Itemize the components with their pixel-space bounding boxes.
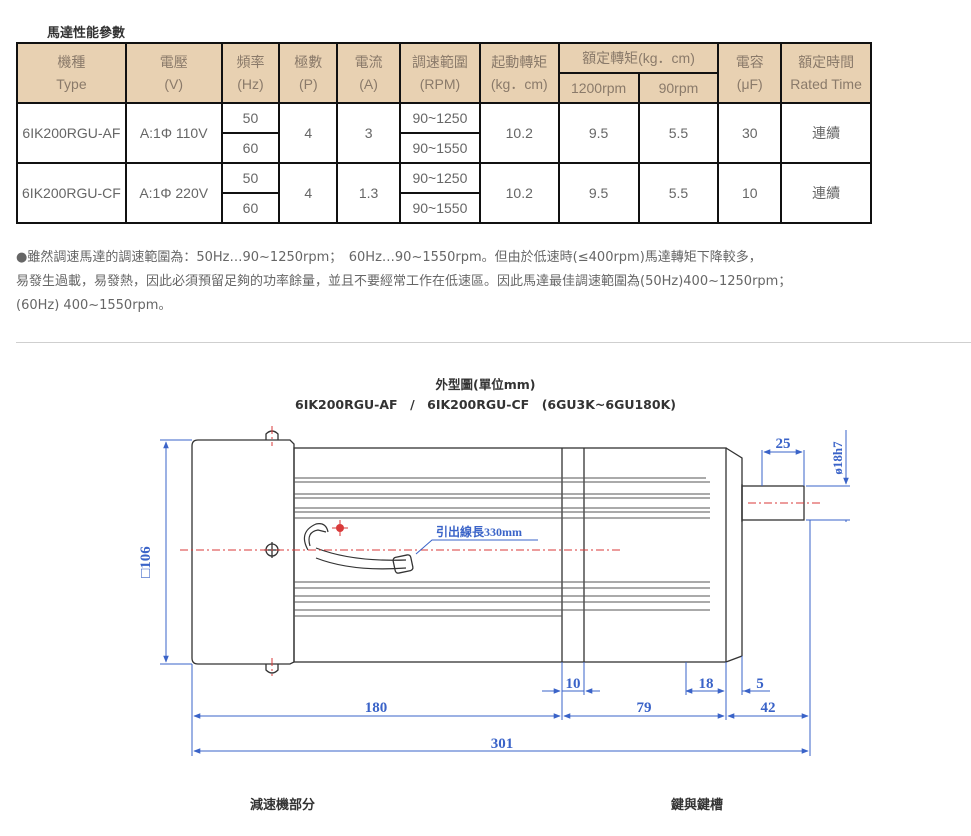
speed-notes: ●雖然調速馬達的調速範圍為：50Hz…90~1250rpm； 60Hz…90~1… [16,246,916,318]
cell-start-torque: 10.2 [478,162,560,224]
motor-housing [293,447,727,663]
figure-subtitle: 6IK200RGU-AF / 6IK200RGU-CF (6GU3K~6GU18… [295,397,676,412]
cell-freq-50: 50 [220,162,281,194]
header-torque-90: 90rpm [637,72,720,104]
cell-capacitor: 10 [717,162,783,224]
cell-freq-60: 60 [220,132,281,164]
header-capacitor: 電容(μF) [717,42,783,104]
cell-torque-1200: 9.5 [557,102,640,164]
cell-poles: 4 [278,102,339,164]
note-line-1: ●雖然調速馬達的調速範圍為：50Hz…90~1250rpm； 60Hz…90~1… [16,250,762,265]
header-rated-torque: 額定轉矩(kg．cm) [557,42,720,74]
header-current: 電流(A) [336,42,401,104]
section-title: 馬達性能參數 [47,26,126,41]
dim-shaft-length: 25 [776,436,791,452]
cell-capacitor: 30 [717,102,783,164]
caption-key-slot: 鍵與鍵槽 [671,798,724,813]
cell-start-torque: 10.2 [478,102,560,164]
dim-42: 42 [761,700,776,716]
cell-torque-90: 5.5 [637,162,720,224]
dim-301: 301 [491,736,514,752]
header-poles: 極數(P) [278,42,339,104]
cell-voltage: A:1Φ 220V [124,162,223,224]
cell-voltage: A:1Φ 110V [124,102,223,164]
dim-shaft-dia: ø18h7 [830,441,845,475]
cell-model: 6IK200RGU-CF [16,162,127,224]
header-voltage: 電壓(V) [124,42,223,104]
gearbox-face [725,447,743,663]
cell-range-60: 90~1550 [399,192,481,224]
cell-range-50: 90~1250 [399,162,481,194]
cell-torque-90: 5.5 [637,102,720,164]
note-line-2: 易發生過載，易發熱，因此必須預留足夠的功率餘量，並且不要經常工作在低速區。因此馬… [16,274,792,289]
header-frequency: 頻率(Hz) [220,42,281,104]
cell-current: 3 [336,102,401,164]
figure-title-block: 外型圖(單位mm) 6IK200RGU-AF / 6IK200RGU-CF (6… [0,375,971,415]
outline-drawing: □106 25 ø18h7 引出線長330mm 10 18 5 180 79 4… [138,426,850,756]
divider [16,342,971,343]
cell-torque-1200: 9.5 [557,162,640,224]
dim-10: 10 [566,676,581,692]
dim-square: □106 [138,546,154,578]
note-line-3: (60Hz) 400~1550rpm。 [16,298,172,313]
caption-gear-section: 減速機部分 [250,798,316,813]
header-speed-range: 調速範圍(RPM) [399,42,481,104]
cell-range-50: 90~1250 [399,102,481,134]
lead-wire-label: 引出線長330mm [436,524,522,539]
header-torque-1200: 1200rpm [557,72,640,104]
dim-18: 18 [699,676,714,692]
red-marker [332,520,348,536]
dimension-labels: □106 25 ø18h7 引出線長330mm 10 18 5 180 79 4… [138,436,845,752]
cell-model: 6IK200RGU-AF [16,102,127,164]
cell-poles: 4 [278,162,339,224]
dim-5: 5 [756,676,764,692]
header-start-torque: 起動轉矩(kg．cm) [478,42,560,104]
figure-title: 外型圖(單位mm) [435,377,536,392]
cell-freq-50: 50 [220,102,281,134]
cell-current: 1.3 [336,162,401,224]
cell-rated-time: 連續 [780,162,872,224]
dim-79: 79 [637,700,652,716]
cell-range-60: 90~1550 [399,132,481,164]
cell-freq-60: 60 [220,192,281,224]
cell-rated-time: 連續 [780,102,872,164]
motor-rear-body [191,439,295,665]
dim-180: 180 [365,700,388,716]
